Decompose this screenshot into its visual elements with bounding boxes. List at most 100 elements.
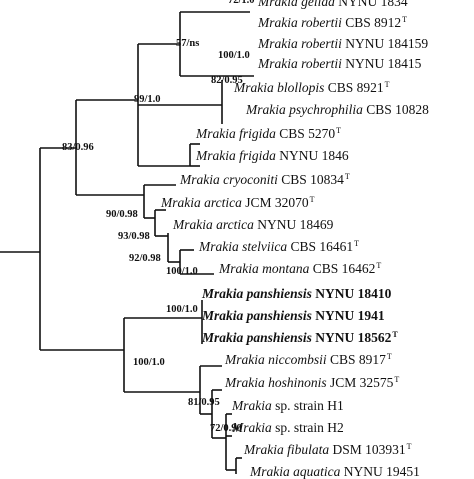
type-strain-mark: T — [392, 330, 398, 339]
taxon-genus: Mrakia — [202, 308, 244, 323]
taxon-label: Mrakia arctica NYNU 18469 — [173, 218, 333, 232]
node-support-value: 72/0.90 — [210, 423, 242, 434]
taxon-epithet: robertii — [301, 56, 342, 71]
strain-id: CBS 8917 — [330, 352, 386, 367]
taxon-genus: Mrakia — [180, 172, 220, 187]
taxon-genus: Mrakia — [202, 286, 244, 301]
strain-id: NYNU 18415 — [345, 56, 422, 71]
strain-id: NYNU 18562 — [315, 330, 392, 345]
taxon-epithet: panshiensis — [246, 286, 312, 301]
strain-id: JCM 32575 — [330, 375, 394, 390]
node-support-value: 57/ns — [176, 38, 200, 49]
strain-id: NYNU 18410 — [315, 286, 392, 301]
taxon-label: Mrakia panshiensis NYNU 18562T — [202, 331, 398, 345]
taxon-epithet: arctica — [204, 195, 242, 210]
taxon-label: Mrakia sp. strain H1 — [232, 399, 344, 413]
taxon-genus: Mrakia — [232, 420, 272, 435]
strain-id: CBS 8912 — [345, 15, 402, 30]
taxon-genus: Mrakia — [196, 148, 236, 163]
node-support-value: 83/0.96 — [62, 142, 94, 153]
strain-id: NYNU 1834 — [338, 0, 408, 9]
node-support-value: 81/0.95 — [188, 397, 220, 408]
taxon-label: Mrakia sp. strain H2 — [232, 421, 344, 435]
taxon-label: Mrakia robertii NYNU 184159 — [258, 37, 428, 51]
taxon-label: Mrakia frigida CBS 5270T — [196, 127, 341, 141]
taxon-genus: Mrakia — [196, 126, 236, 141]
taxon-genus: Mrakia — [258, 15, 298, 30]
taxon-label: Mrakia stelviica CBS 16461T — [199, 240, 359, 254]
taxon-epithet: panshiensis — [246, 308, 312, 323]
strain-id: CBS 16461 — [290, 239, 354, 254]
taxon-genus: Mrakia — [258, 56, 298, 71]
strain-id: NYNU 1846 — [279, 148, 349, 163]
taxon-genus: Mrakia — [202, 330, 244, 345]
taxon-epithet: frigida — [239, 126, 276, 141]
taxon-epithet: hoshinonis — [268, 375, 327, 390]
taxon-label: Mrakia panshiensis NYNU 1941 — [202, 309, 385, 323]
taxon-genus: Mrakia — [161, 195, 201, 210]
taxon-genus: Mrakia — [258, 36, 298, 51]
taxon-epithet: gelida — [301, 0, 335, 9]
type-strain-mark: T — [386, 352, 392, 361]
strain-id: JCM 32070 — [245, 195, 309, 210]
node-support-value: 92/0.98 — [129, 253, 161, 264]
taxon-label: Mrakia montana CBS 16462T — [219, 262, 381, 276]
strain-id: CBS 10828 — [366, 102, 429, 117]
taxon-genus: Mrakia — [225, 352, 265, 367]
strain-id: DSM 103931 — [332, 442, 406, 457]
taxon-epithet: sp. strain H2 — [275, 420, 344, 435]
taxon-epithet: psychrophilia — [289, 102, 363, 117]
strain-id: NYNU 18469 — [257, 217, 334, 232]
taxon-label: Mrakia fibulata DSM 103931T — [244, 443, 412, 457]
taxon-genus: Mrakia — [244, 442, 284, 457]
taxon-epithet: arctica — [216, 217, 254, 232]
node-support-value: 90/0.98 — [106, 209, 138, 220]
type-strain-mark: T — [344, 172, 350, 181]
strain-id: NYNU 19451 — [343, 464, 420, 479]
strain-id: CBS 8921 — [327, 80, 384, 95]
taxon-genus: Mrakia — [225, 375, 265, 390]
taxon-epithet: robertii — [301, 15, 342, 30]
taxon-label: Mrakia robertii CBS 8912T — [258, 16, 407, 30]
taxon-epithet: aquatica — [293, 464, 341, 479]
node-support-value: 100/1.0 — [218, 50, 250, 61]
node-support-value: 72/1.0 — [228, 0, 255, 6]
taxon-epithet: blollopis — [277, 80, 325, 95]
strain-id: NYNU 184159 — [345, 36, 429, 51]
node-support-value: 100/1.0 — [133, 357, 165, 368]
strain-id: NYNU 1941 — [315, 308, 385, 323]
taxon-genus: Mrakia — [234, 80, 274, 95]
node-support-value: 99/1.0 — [134, 94, 161, 105]
strain-id: CBS 16462 — [312, 261, 376, 276]
node-support-value: 93/0.98 — [118, 231, 150, 242]
type-strain-mark: T — [406, 442, 412, 451]
type-strain-mark: T — [394, 375, 400, 384]
taxon-epithet: fibulata — [287, 442, 330, 457]
type-strain-mark: T — [376, 261, 382, 270]
node-support-value: 82/0.95 — [211, 75, 243, 86]
type-strain-mark: T — [336, 126, 342, 135]
taxon-label: Mrakia psychrophilia CBS 10828 — [246, 103, 429, 117]
taxon-label: Mrakia frigida NYNU 1846 — [196, 149, 349, 163]
taxon-label: Mrakia blollopis CBS 8921T — [234, 81, 390, 95]
taxon-label: Mrakia arctica JCM 32070T — [161, 196, 315, 210]
taxon-genus: Mrakia — [232, 398, 272, 413]
taxon-epithet: robertii — [301, 36, 342, 51]
node-support-value: 100/1.0 — [166, 266, 198, 277]
type-strain-mark: T — [354, 239, 360, 248]
taxon-epithet: panshiensis — [246, 330, 312, 345]
taxon-genus: Mrakia — [250, 464, 290, 479]
taxon-genus: Mrakia — [219, 261, 259, 276]
taxon-genus: Mrakia — [246, 102, 286, 117]
type-strain-mark: T — [309, 195, 315, 204]
taxon-label: Mrakia robertii NYNU 18415 — [258, 57, 421, 71]
taxon-genus: Mrakia — [199, 239, 239, 254]
taxon-label: Mrakia gelida NYNU 1834 — [258, 0, 408, 9]
strain-id: CBS 5270 — [279, 126, 336, 141]
taxon-genus: Mrakia — [173, 217, 213, 232]
taxon-epithet: stelviica — [242, 239, 288, 254]
taxon-label: Mrakia niccombsii CBS 8917T — [225, 353, 392, 367]
taxon-genus: Mrakia — [258, 0, 298, 9]
taxon-epithet: sp. strain H1 — [275, 398, 344, 413]
